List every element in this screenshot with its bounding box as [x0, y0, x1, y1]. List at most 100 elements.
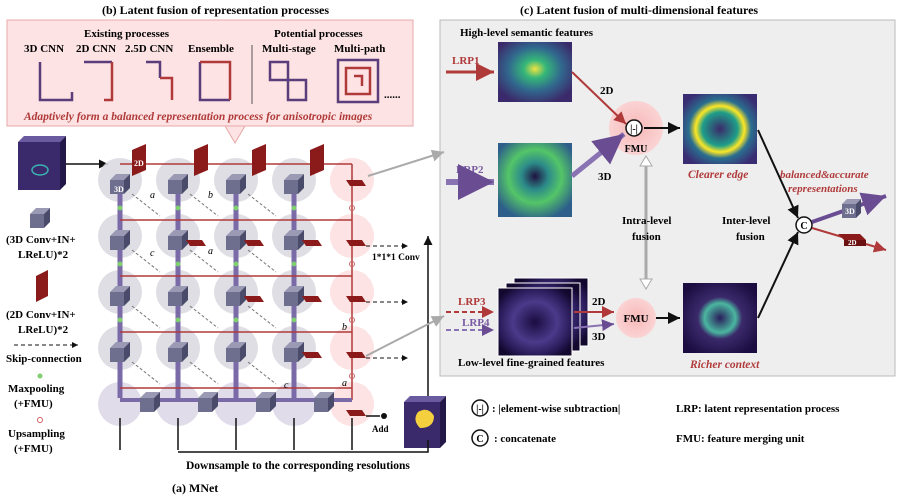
panel-b-title: (b) Latent fusion of representation proc…	[102, 3, 329, 17]
lrp4-label: LRP4	[462, 317, 490, 329]
connector-to-panel-c-bottom	[365, 315, 445, 357]
fmu-bottom-label: FMU	[623, 313, 648, 325]
legend-maxpool-line1: Maxpooling	[8, 383, 65, 395]
context-to-concat	[757, 231, 799, 319]
deep-supervision-arrows	[366, 243, 408, 361]
legend-conv2d-line2: LReLU)*2	[18, 324, 69, 336]
output-3d-cube	[842, 199, 861, 218]
path-3d-bottom	[573, 319, 615, 332]
concat-node-glyph: C	[800, 221, 807, 232]
lrp3-label: LRP3	[458, 296, 486, 308]
balanced-label-2: representations	[788, 183, 858, 195]
output-2d-slab	[838, 234, 866, 246]
intra-fusion-arrowhead-down	[639, 278, 653, 290]
add-label: Add	[372, 424, 389, 434]
high-feature-image-1	[498, 42, 572, 102]
label-25dcnn: 2.5D CNN	[125, 43, 173, 55]
conv3d-blocks	[110, 174, 334, 412]
high-level-label: High-level semantic features	[460, 27, 594, 39]
letter-b-1: b	[208, 190, 213, 201]
richer-context-image	[683, 283, 757, 353]
input-volume	[18, 136, 66, 190]
fmu-bottom-ball	[616, 298, 656, 338]
label-3dcnn: 3D CNN	[24, 43, 64, 55]
process-2dcnn-icon	[84, 60, 114, 102]
legend-conv2d-line1: (2D Conv+IN+	[6, 309, 76, 321]
legend-concat-text: : concatenate	[494, 433, 556, 445]
legend-skip-label: Skip-connection	[6, 353, 82, 365]
connector-to-panel-c-top	[367, 149, 445, 177]
clearer-edge-label: Clearer edge	[688, 169, 748, 181]
legend-subtraction-text: : |element-wise subtraction|	[492, 403, 620, 415]
panel-b-caption: Adaptively form a balanced representatio…	[23, 111, 373, 123]
panel-a-title: (a) MNet	[172, 481, 218, 495]
intra-fusion-label-1: Intra-level	[622, 215, 671, 227]
legend-conv3d-line1: (3D Conv+IN+	[6, 234, 76, 246]
intra-fusion-arrowhead-up	[639, 155, 653, 167]
decoder-2d-paths	[120, 163, 353, 400]
legend-lrp-text: LRP: latent representation process	[676, 403, 840, 415]
upsample-dots	[349, 205, 355, 379]
process-3dcnn-icon	[38, 62, 74, 102]
tag-3d: 3D	[114, 185, 124, 194]
legend-concat-glyph: C	[476, 434, 483, 445]
conv111-label: 1*1*1 Conv	[372, 253, 420, 263]
process-multipath-icon	[336, 58, 380, 104]
add-node	[381, 413, 387, 419]
inter-fusion-label-2: fusion	[736, 231, 765, 243]
letter-a-3: a	[208, 246, 213, 257]
label-multistage: Multi-stage	[262, 43, 316, 55]
path-3d-top	[570, 132, 626, 178]
concat-node	[795, 216, 813, 234]
process-multistage-icon	[268, 60, 308, 102]
legend-conv3d-line2: LReLU)*2	[18, 249, 69, 261]
clearer-edge-image	[683, 94, 757, 164]
panel-c: (c) Latent fusion of multi-dimensional f…	[439, 3, 896, 377]
legend-fmu-text: FMU: feature merging unit	[676, 433, 805, 445]
skip-connections	[131, 193, 277, 385]
downsample-label: Downsample to the corresponding resoluti…	[186, 460, 410, 472]
letter-b-2: b	[342, 322, 347, 333]
label-2dcnn: 2D CNN	[76, 43, 116, 55]
legend-maxpool-dot	[37, 373, 43, 379]
panel-b-ellipsis: ......	[384, 89, 401, 101]
fmu-top-label: FMU	[625, 144, 648, 155]
legend-concat-icon	[471, 429, 489, 447]
panel-c-title: (c) Latent fusion of multi-dimensional f…	[520, 3, 758, 17]
process-ensemble-icon	[198, 60, 232, 102]
tag-2d: 2D	[134, 159, 144, 168]
richer-context-label: Richer context	[689, 359, 760, 371]
panel-b-callout	[224, 125, 246, 144]
panel-a: 2D 3D a b c a b c a 1*1	[6, 136, 446, 495]
path-3d-bottom-label: 3D	[592, 331, 606, 343]
output-volume	[404, 396, 446, 448]
letter-c-2: c	[284, 380, 289, 391]
maxpool-dots	[117, 205, 297, 323]
high-feature-image-2	[498, 143, 572, 217]
path-2d-top-label: 2D	[600, 85, 614, 97]
edge-to-concat	[757, 129, 799, 219]
existing-header: Existing processes	[84, 28, 170, 40]
output-2d-label: 2D	[848, 239, 857, 247]
subtraction-node-glyph: |-|	[630, 124, 638, 135]
low-feature-image-front	[497, 287, 573, 357]
letter-a-2: a	[342, 378, 347, 389]
legend-subtraction-glyph: |-|	[476, 404, 484, 415]
legend-upsample-line1: Upsampling	[8, 428, 65, 440]
inter-fusion-label-1: Inter-level	[722, 215, 770, 227]
path-3d-top-label: 3D	[598, 171, 612, 183]
subtraction-node	[625, 119, 643, 137]
legend-subtraction-icon	[471, 399, 489, 417]
label-ensemble: Ensemble	[188, 43, 234, 55]
potential-header: Potential processes	[274, 28, 363, 40]
legend-upsample-dot	[37, 417, 43, 423]
conv2d-blocks	[132, 144, 366, 416]
lrp1-label: LRP1	[452, 55, 480, 67]
lrp2-label: LRP2	[456, 164, 484, 176]
process-25dcnn-icon	[146, 60, 174, 100]
low-level-label: Low-level fine-grained features	[458, 357, 605, 369]
legend-conv3d-icon	[30, 208, 50, 228]
path-2d-top	[571, 71, 627, 125]
intra-fusion-label-2: fusion	[632, 231, 661, 243]
